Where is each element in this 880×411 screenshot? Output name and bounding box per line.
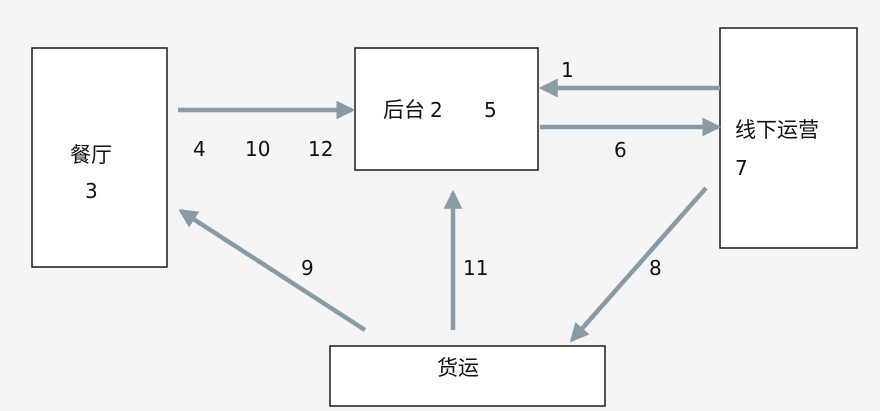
backend-name: 后台 (383, 98, 425, 122)
edge-label-12: 12 (308, 137, 333, 161)
offline-ops-number: 7 (735, 156, 748, 180)
restaurant-name: 餐厅 (70, 143, 112, 167)
arrow-freight-to-restaurant (178, 209, 367, 332)
freight-box (329, 345, 606, 407)
backend-box (354, 47, 539, 171)
edge-label-8: 8 (649, 256, 662, 280)
edge-label-11: 11 (463, 256, 488, 280)
freight-name: 货运 (437, 356, 479, 380)
edge-label-4: 4 (193, 137, 206, 161)
edge-label-9: 9 (301, 256, 314, 280)
offline-ops-box (719, 27, 858, 249)
restaurant-number: 3 (85, 179, 98, 203)
edge-label-6: 6 (614, 138, 627, 162)
edge-label-1: 1 (561, 58, 574, 82)
offline-ops-name: 线下运营 (735, 118, 819, 142)
backend-number-1: 2 (430, 98, 443, 122)
backend-number-2: 5 (484, 98, 497, 122)
restaurant-box (31, 47, 168, 268)
edge-label-10: 10 (245, 137, 270, 161)
arrow-offline-to-freight (569, 186, 708, 343)
